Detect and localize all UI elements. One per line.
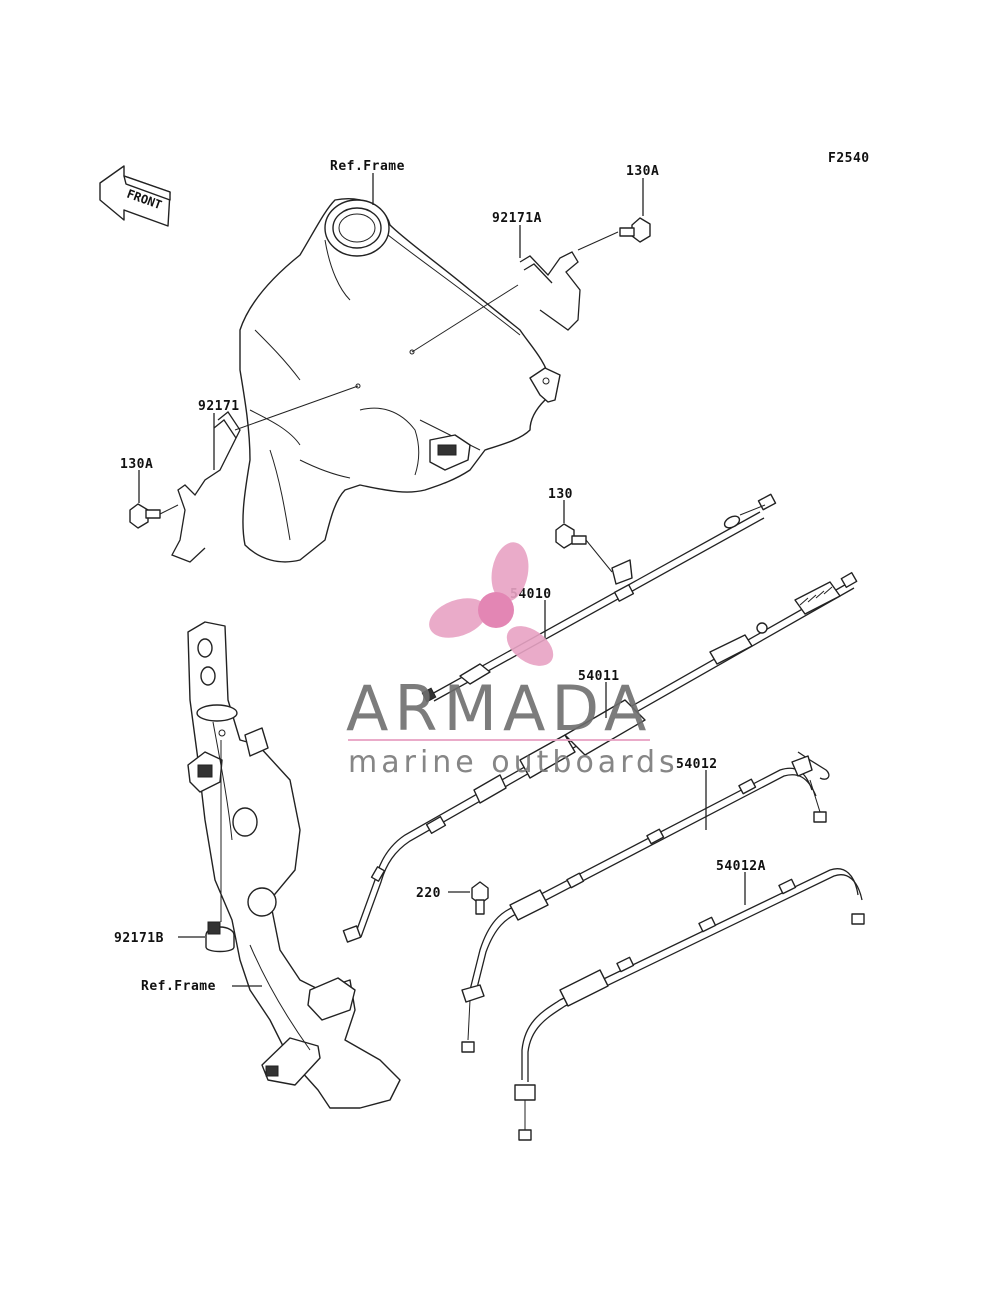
- label-92171B: 92171B: [114, 931, 164, 946]
- cable-54010: [421, 493, 777, 703]
- clip-92171A: [519, 251, 581, 331]
- label-92171: 92171: [198, 399, 240, 414]
- propeller-logo-icon: [429, 542, 554, 666]
- label-130A-left: 130A: [120, 457, 153, 472]
- cable-54011: [342, 571, 858, 943]
- figure-code: F2540: [828, 151, 870, 166]
- label-54011: 54011: [578, 669, 620, 684]
- label-ref-frame-top: Ref.Frame: [330, 159, 405, 174]
- bolt-130: [555, 523, 633, 585]
- clamp-92171B: [205, 921, 235, 953]
- upper-frame: [239, 198, 561, 563]
- cable-54012A: [514, 868, 865, 1141]
- label-ref-frame-bottom: Ref.Frame: [141, 979, 216, 994]
- watermark-brand: ARMADA: [346, 672, 652, 745]
- label-130: 130: [548, 487, 573, 502]
- front-arrow-icon: FRONT: [99, 165, 171, 227]
- bolt-130A-left: [129, 503, 161, 529]
- bolt-220: [471, 881, 489, 915]
- label-54012: 54012: [676, 757, 718, 772]
- watermark-tagline: marine outboards: [348, 745, 679, 780]
- label-220: 220: [416, 886, 441, 901]
- label-54012A: 54012A: [716, 859, 766, 874]
- label-130A-top: 130A: [626, 164, 659, 179]
- label-92171A: 92171A: [492, 211, 542, 226]
- bolt-130A-top: [619, 217, 651, 243]
- cable-54012: [461, 751, 830, 1053]
- clip-92171: [171, 411, 241, 563]
- lower-frame: [187, 621, 401, 1109]
- watermark: ARMADA marine outboards: [346, 542, 679, 780]
